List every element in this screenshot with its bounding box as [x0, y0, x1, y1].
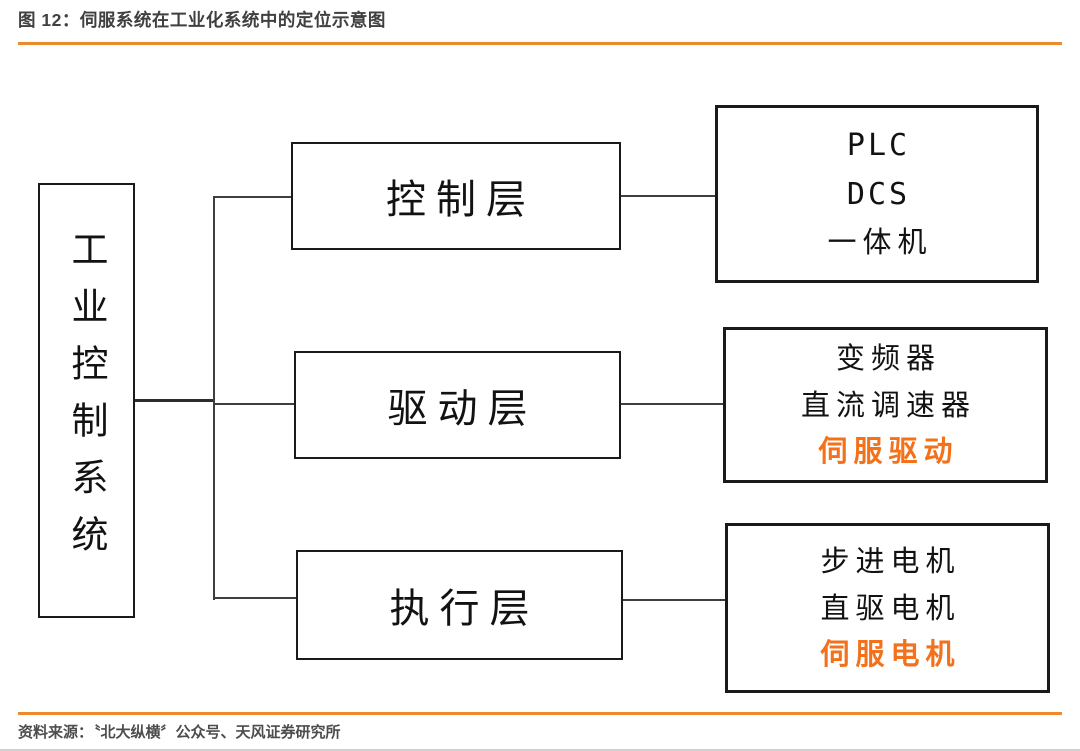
- device-label: 一体机: [827, 225, 933, 260]
- node-label: 驱动层: [387, 386, 538, 432]
- title-underline: [18, 42, 1062, 45]
- node-execution-layer-devices: 步进电机 直驱电机 伺服电机: [725, 523, 1050, 693]
- device-label-servo-drive: 伺服驱动: [818, 434, 959, 469]
- connector-execution-layer-to-devices: [621, 599, 726, 601]
- device-label-servo-motor: 伺服电机: [820, 637, 961, 672]
- device-label: 直驱电机: [820, 590, 961, 625]
- node-label: 执行层: [389, 586, 540, 632]
- figure-title: 图 12：伺服系统在工业化系统中的定位示意图: [18, 10, 386, 30]
- connector-trunk: [213, 196, 215, 600]
- node-control-layer: 控制层: [291, 142, 621, 250]
- device-label: PLC: [846, 127, 911, 163]
- device-label: 变频器: [835, 340, 941, 375]
- node-drive-layer-devices: 变频器 直流调速器 伺服驱动: [723, 327, 1048, 483]
- node-execution-layer: 执行层: [296, 550, 623, 660]
- node-industrial-control-system: 工业控制系统: [38, 183, 135, 618]
- connector-root-to-trunk: [135, 399, 214, 402]
- connector-drive-layer-to-devices: [619, 403, 724, 405]
- device-label: 步进电机: [820, 543, 961, 578]
- connector-trunk-to-execution-layer: [214, 597, 297, 599]
- node-label: 控制层: [386, 177, 536, 223]
- node-drive-layer: 驱动层: [294, 351, 621, 459]
- node-label: 工业控制系统: [65, 229, 108, 572]
- connector-control-layer-to-devices: [619, 195, 716, 197]
- source-divider: [18, 712, 1062, 715]
- connector-trunk-to-drive-layer: [214, 403, 295, 405]
- connector-trunk-to-control-layer: [214, 196, 292, 198]
- device-label: 直流调速器: [800, 387, 976, 422]
- device-label: DCS: [846, 176, 911, 212]
- node-control-layer-devices: PLC DCS 一体机: [715, 105, 1039, 283]
- page-bottom-border: [0, 749, 1080, 751]
- source-text: 资料来源：〝北大纵横〞公众号、天风证券研究所: [18, 724, 341, 741]
